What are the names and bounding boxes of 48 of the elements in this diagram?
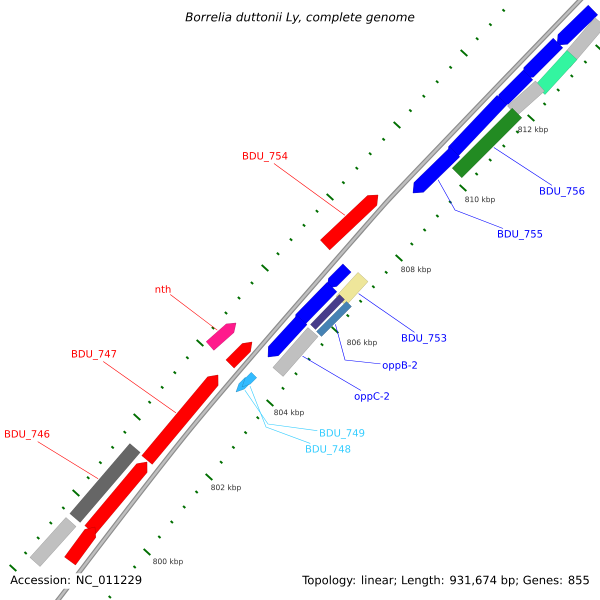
gene-label: BDU_748 [306,445,350,455]
gene-bar [316,301,352,337]
title: Borrelia duttonii Ly, complete genome [186,12,414,24]
gene-label: BDU_749 [320,429,364,439]
gene-block [412,146,460,194]
gene-label: oppB-2 [382,361,417,371]
gene-label: BDU_754 [243,152,288,162]
leader-line [438,179,504,229]
gene-block [294,282,338,326]
gene-block [522,38,564,78]
gene-block [84,462,148,535]
leader-line [274,163,346,216]
gene-label: nth [156,285,170,293]
gene-block [448,95,508,158]
gene-block [64,526,96,566]
leader-line [250,386,311,444]
gene-block [326,264,352,288]
gene-bar [507,80,545,116]
gene-block [242,372,257,388]
gene-label: BDU_755 [498,230,542,240]
gene-block [206,322,236,351]
gene-bar [272,327,318,377]
leader-line [37,441,98,480]
gene-bar [534,50,578,95]
gene-block [142,374,218,465]
gene-bar [336,272,368,306]
leader-line [494,147,552,186]
info-label: Topology: linear; Length: 931,674 bp; Genes: 855 [300,573,592,589]
info-label: Accession: NC_011229 [8,573,144,589]
leader-line [302,356,362,391]
gene-label: BDU_746 [5,430,50,440]
gene-block [226,342,252,368]
leader-line [170,294,218,330]
gene-label: BDU_747 [72,350,116,360]
gene-label: oppC-2 [354,392,389,402]
leader-line [335,324,381,364]
gene-block [498,70,534,106]
leader-line [102,361,176,414]
gene-bar [30,517,76,567]
leader-line [358,293,415,333]
gene-bar [70,443,140,523]
gene-block [556,4,598,46]
leader-line [244,390,318,431]
gene-bar [310,294,345,330]
gene-label: BDU_756 [540,187,584,197]
gene-block [268,315,308,358]
gene-label: BDU_753 [402,334,446,344]
gene-block [320,194,378,250]
